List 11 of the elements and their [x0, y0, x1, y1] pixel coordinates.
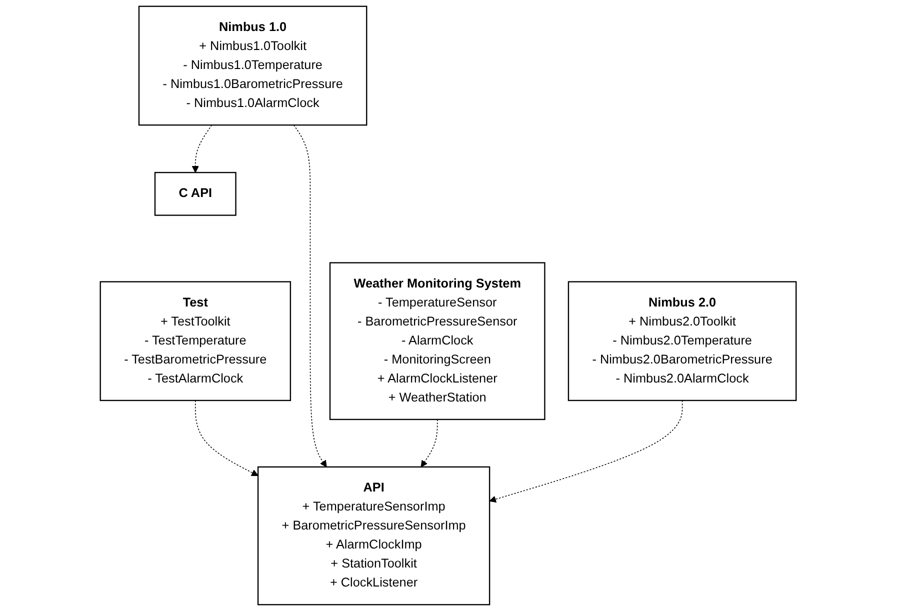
- node-box: Weather Monitoring System - TemperatureSensor - BarometricPressureSensor - AlarmClock - MonitoringScreen + AlarmClockListener + WeatherStation: [330, 262, 546, 420]
- node-box: C API: [154, 172, 237, 216]
- node-box: Nimbus 2.0 + Nimbus2.0Toolkit - Nimbus2.0Temperature - Nimbus2.0BarometricPressure - Nimbus2.0AlarmClock: [568, 281, 797, 402]
- arrow: [294, 124, 328, 468]
- node-box: Test + TestToolkit - TestTemperature - TestBarometricPressure - TestAlarmClock: [100, 281, 292, 402]
- arrow: [192, 124, 212, 173]
- arrow: [490, 400, 683, 503]
- node-box: Nimbus 1.0 + Nimbus1.0Toolkit - Nimbus1.0Temperature - Nimbus1.0BarometricPressure - Nimbus1.0AlarmClock: [138, 6, 368, 126]
- node-box: API + TemperatureSensorImp + BarometricPressureSensorImp + AlarmClockImp + StationToolkit + ClockListener: [258, 466, 490, 606]
- arrow: [195, 400, 259, 476]
- arrow: [421, 419, 438, 468]
